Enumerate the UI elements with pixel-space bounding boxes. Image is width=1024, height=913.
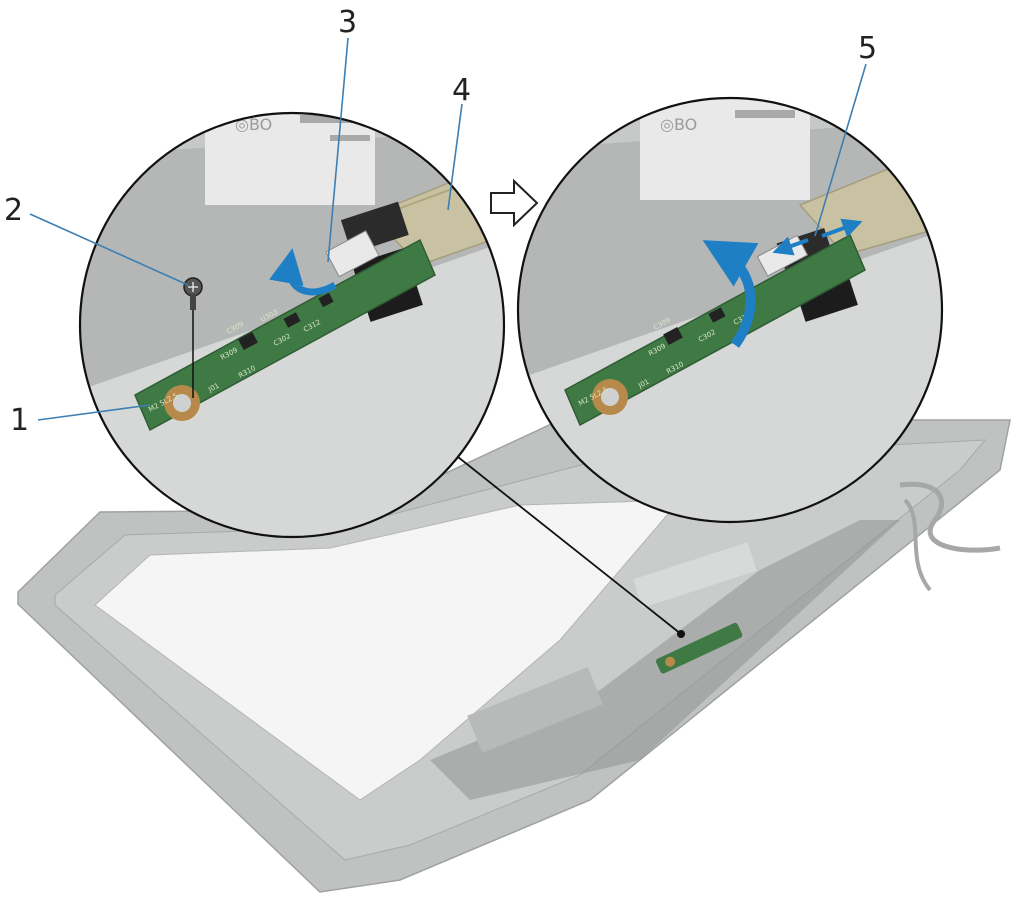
callout-number-2: 2 [4,193,23,228]
panel-cable-bundle-2 [903,498,932,592]
zoom-view-after: ◎BO M2 5L2.5 C309 R309 C302 C312 R310 J0… [516,96,944,524]
svg-text:◎BO: ◎BO [235,115,272,134]
panel-label-sticker [633,542,757,608]
callout-leader-1 [37,404,151,421]
screw [183,277,203,310]
callout-number-4: 4 [452,73,471,108]
slide-arrow-icon [772,236,809,256]
slide-arrow-icon-2 [821,218,863,238]
board-lift-arrow-icon [702,240,759,348]
callout-leader-3 [327,37,349,263]
callout-number-3: 3 [338,5,357,40]
callout-leader-5 [814,63,867,237]
panel-warning-label [467,667,603,753]
svg-text:◎BO: ◎BO [660,115,697,134]
panel-board-location [655,622,743,674]
callout-leader-4 [447,103,463,211]
callout-number-5: 5 [858,31,877,66]
display-panel [17,419,1011,893]
process-arrow-icon [490,178,539,228]
zoom-view-before: ◎BO M2 5L2.5 C309 U303 R309 C302 C312 R3… [78,111,506,539]
zoom-leader-line [457,456,682,635]
board-right [564,233,866,427]
lift-arrow-icon [269,248,337,296]
panel-cable-bundle [899,481,1001,553]
callout-leader-2 [29,213,189,286]
callout-number-1: 1 [10,403,29,438]
